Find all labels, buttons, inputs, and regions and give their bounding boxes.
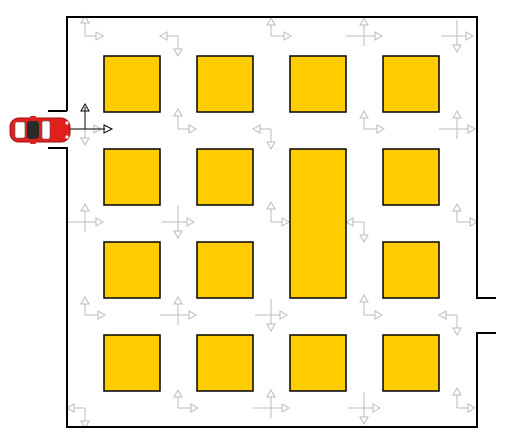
- parking-block: [289, 334, 347, 392]
- lane-arrow: [173, 206, 183, 240]
- wall-bottom-right: [48, 147, 496, 428]
- parking-block: [103, 55, 161, 113]
- lane-arrow: [158, 31, 178, 41]
- lane-arrow: [65, 403, 85, 413]
- parking-block: [382, 55, 440, 113]
- lane-arrow: [266, 299, 276, 333]
- lane-arrow: [452, 315, 462, 337]
- lane-arrow: [173, 295, 183, 325]
- lane-arrow: [364, 310, 384, 320]
- lane-arrow: [173, 107, 183, 129]
- parking-block: [103, 148, 161, 206]
- lane-arrow: [364, 124, 386, 134]
- parking-block: [196, 55, 254, 113]
- parking-blocks: [103, 55, 440, 392]
- lane-arrow: [271, 217, 291, 227]
- lane-arrow: [251, 124, 271, 134]
- lane-arrow: [173, 36, 183, 58]
- lane-arrow: [266, 200, 276, 222]
- parking-block-tall: [289, 148, 347, 299]
- parking-block: [382, 241, 440, 299]
- lane-arrow: [344, 217, 364, 227]
- lane-arrow: [359, 293, 369, 315]
- lane-arrow: [80, 202, 90, 232]
- lane-arrow: [271, 31, 293, 41]
- lane-arrow: [359, 109, 369, 129]
- lane-arrow: [266, 129, 276, 151]
- lane-arrow: [457, 217, 479, 227]
- lane-arrow: [266, 388, 276, 418]
- lane-arrow: [80, 408, 90, 430]
- parking-block: [103, 334, 161, 392]
- red-car-icon: [9, 116, 71, 144]
- parking-block: [289, 55, 347, 113]
- lane-arrow: [178, 403, 200, 413]
- lane-arrow: [85, 31, 105, 41]
- move-up-arrow[interactable]: [80, 102, 90, 129]
- lane-arrow: [359, 222, 369, 244]
- parking-block: [103, 241, 161, 299]
- lane-arrow: [452, 386, 462, 408]
- parking-block: [196, 148, 254, 206]
- lane-arrow: [173, 388, 183, 408]
- lane-arrow: [80, 295, 90, 315]
- lane-arrow: [178, 124, 198, 134]
- lane-arrow: [80, 14, 90, 36]
- player-car[interactable]: [9, 116, 71, 144]
- parking-block: [382, 148, 440, 206]
- lane-arrow: [85, 310, 107, 320]
- lane-arrow: [359, 392, 369, 426]
- lane-arrow: [266, 16, 276, 36]
- lane-arrow: [452, 109, 462, 139]
- lane-arrow: [452, 20, 462, 54]
- direction-arrows-layer: [65, 14, 479, 430]
- lane-arrow: [452, 202, 462, 222]
- move-right-arrow[interactable]: [70, 124, 114, 134]
- parking-block: [196, 334, 254, 392]
- lane-arrow: [457, 403, 477, 413]
- parking-block: [382, 334, 440, 392]
- maze-walls: [48, 16, 496, 428]
- lane-arrow: [359, 16, 369, 46]
- parking-block: [196, 241, 254, 299]
- lane-arrow: [437, 310, 457, 320]
- wall-top-left: [66, 16, 496, 299]
- active-moves[interactable]: [70, 102, 114, 134]
